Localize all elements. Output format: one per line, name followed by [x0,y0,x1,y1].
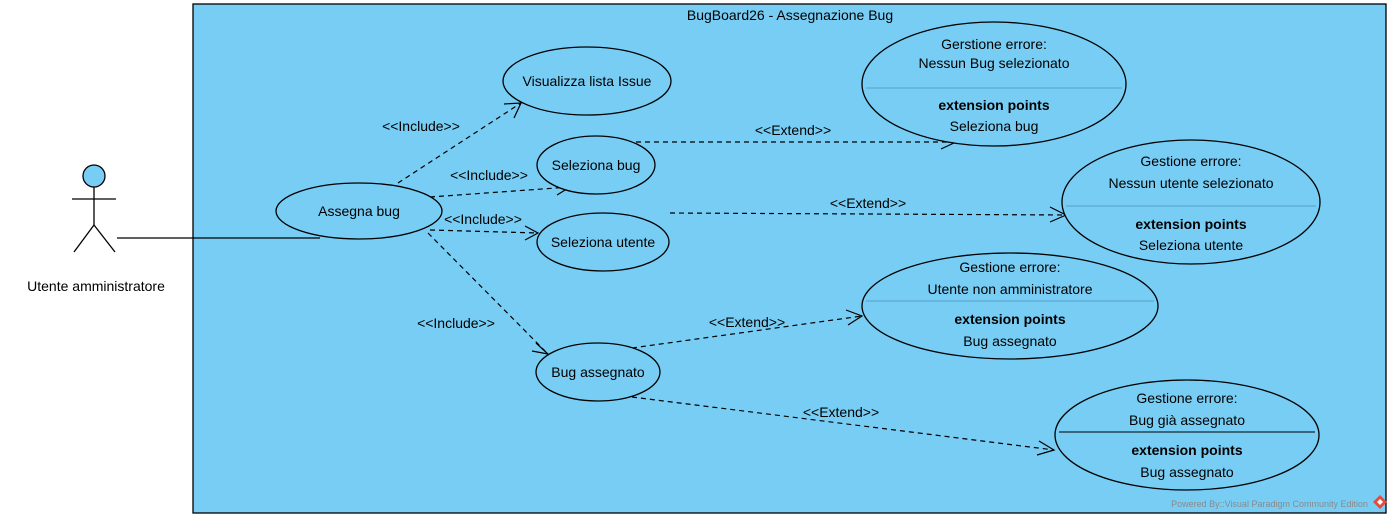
actor-right-leg [93,224,116,253]
actor-utente-amministratore[interactable] [72,164,116,253]
extension-points-header: extension points [1131,442,1242,458]
extend-label-2: <<Extend>> [830,195,906,211]
extension-points-header: extension points [954,311,1065,327]
include-visualizza [397,102,522,184]
actor-label: Utente amministratore [27,278,165,294]
system-title: BugBoard26 - Assegnazione Bug [687,7,893,23]
error-title: Gestione errore: [959,259,1060,275]
extension-points-header: extension points [938,97,1049,113]
visual-paradigm-logo-icon [1373,495,1387,509]
actor-left-leg [73,224,95,253]
extension-point: Seleziona bug [950,118,1039,134]
extension-points-header: extension points [1135,216,1246,232]
error-case-nessun-utente[interactable]: Gestione errore: Nessun utente seleziona… [1061,139,1321,265]
include-bug-assegnato [427,232,550,355]
extension-point: Seleziona utente [1139,237,1244,253]
error-case-gia-assegnato[interactable]: Gestione errore: Bug già assegnato exten… [1054,379,1320,491]
extend-label-4: <<Extend>> [803,404,879,420]
error-detail: Bug già assegnato [1129,412,1245,428]
error-detail: Nessun Bug selezionato [919,55,1070,71]
extend-gia-assegnato [631,396,1056,456]
extend-label-3: <<Extend>> [709,314,785,330]
error-title: Gerstione errore: [941,36,1047,52]
include-label-2: <<Include>> [450,167,528,183]
use-case-visualizza-lista-issue[interactable]: Visualizza lista Issue [502,46,672,116]
extension-point: Bug assegnato [1140,464,1234,480]
use-case-seleziona-bug[interactable]: Seleziona bug [536,135,656,195]
extend-label-1: <<Extend>> [755,122,831,138]
use-case-assegna-bug[interactable]: Assegna bug [275,182,443,240]
use-case-label: Seleziona bug [552,157,641,173]
error-title: Gestione errore: [1140,153,1241,169]
use-case-bug-assegnato[interactable]: Bug assegnato [535,342,661,402]
extend-non-amministratore [631,309,864,349]
use-case-label: Seleziona utente [551,234,656,250]
error-case-non-amministratore[interactable]: Gestione errore: Utente non amministrato… [861,252,1159,360]
actor-head-icon [82,164,106,188]
error-detail: Nessun utente selezionato [1109,175,1274,191]
extension-point: Bug assegnato [963,333,1057,349]
error-title: Gestione errore: [1136,390,1237,406]
error-case-nessun-bug[interactable]: Gerstione errore: Nessun Bug selezionato… [861,21,1127,147]
use-case-label: Assegna bug [318,203,400,219]
use-case-label: Bug assegnato [551,364,645,380]
error-detail: Utente non amministratore [928,281,1093,297]
use-case-seleziona-utente[interactable]: Seleziona utente [536,212,670,272]
powered-by-text: Powered By::Visual Paradigm Community Ed… [1171,499,1368,509]
use-case-label: Visualizza lista Issue [523,73,652,89]
include-label-1: <<Include>> [382,118,460,134]
include-seleziona-utente [429,225,540,241]
include-label-4: <<Include>> [417,315,495,331]
include-label-3: <<Include>> [444,211,522,227]
